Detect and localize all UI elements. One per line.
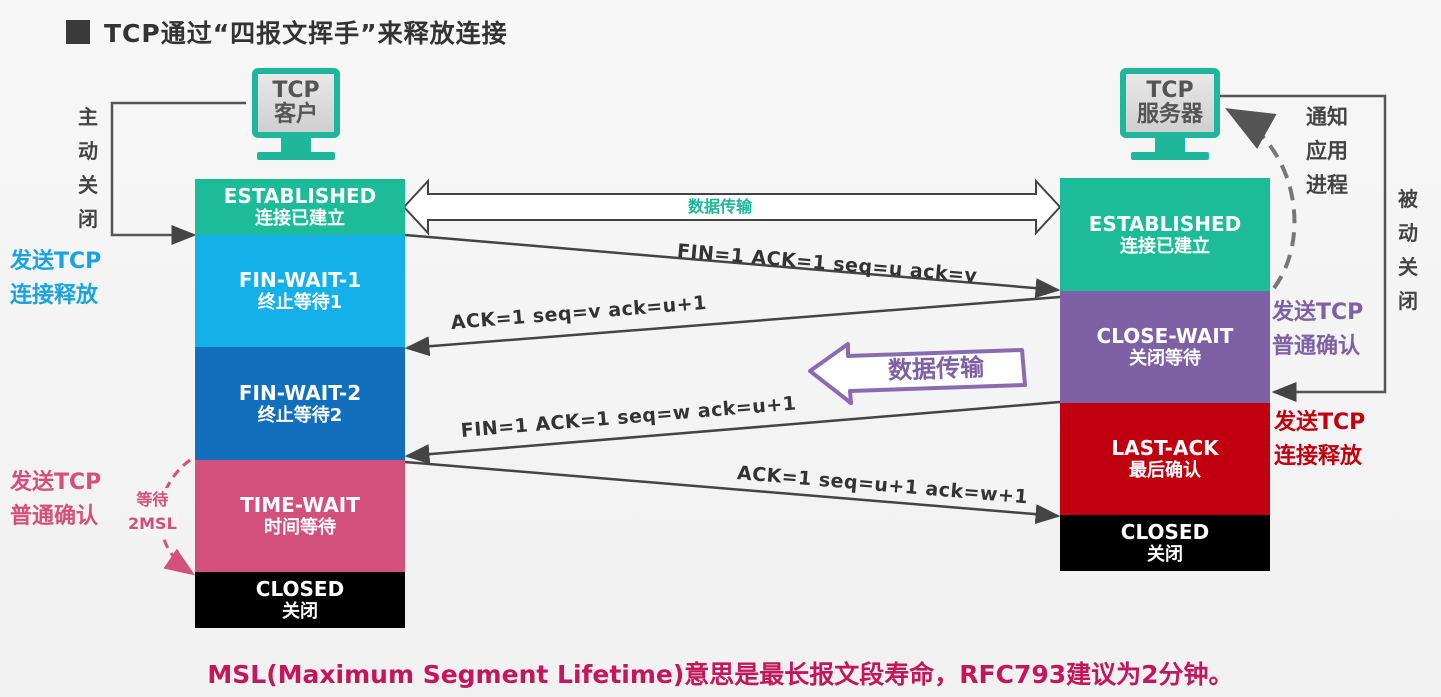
server-state-last-ack: LAST-ACK 最后确认 — [1060, 403, 1270, 515]
server-send-release-label: 发送TCP 连接释放 — [1274, 410, 1366, 469]
client-state-time-wait: TIME-WAIT 时间等待 — [195, 460, 405, 572]
server-state-column: ESTABLISHED 连接已建立 CLOSE-WAIT 关闭等待 LAST-A… — [1060, 178, 1270, 571]
client-send-ack-label: 发送TCP 普通确认 — [10, 470, 102, 529]
client-computer-icon: TCP 客户 — [252, 68, 340, 160]
client-state-fin-wait-1: FIN-WAIT-1 终止等待1 — [195, 235, 405, 347]
client-state-established: ESTABLISHED 连接已建立 — [195, 179, 405, 235]
footer-note: MSL(Maximum Segment Lifetime)意思是最长报文段寿命，… — [207, 660, 1234, 689]
data-transfer-block-arrow — [808, 342, 1027, 405]
active-close-bracket — [110, 101, 246, 245]
client-state-fin-wait-2: FIN-WAIT-2 终止等待2 — [195, 347, 405, 460]
title-bullet-icon — [66, 20, 90, 44]
server-line2: 服务器 — [1136, 102, 1203, 127]
client-line2: 客户 — [273, 102, 318, 127]
msg-line-1 — [404, 233, 1061, 299]
passive-close-label: 被 动 关 闭 — [1398, 187, 1418, 313]
server-computer-icon: TCP 服务器 — [1120, 68, 1220, 160]
msg-line-4 — [404, 460, 1061, 525]
active-close-label: 主 动 关 闭 — [78, 105, 98, 231]
server-state-closed: CLOSED 关闭 — [1060, 515, 1270, 571]
data-transfer-top-label: 数据传输 — [688, 197, 753, 216]
msg-line-3 — [404, 400, 1061, 465]
client-state-closed: CLOSED 关闭 — [195, 572, 405, 628]
client-state-column: ESTABLISHED 连接已建立 FIN-WAIT-1 终止等待1 FIN-W… — [195, 179, 405, 628]
client-line1: TCP — [272, 78, 320, 103]
notify-app-label: 通知 应用 进程 — [1306, 105, 1348, 197]
notify-app-curve — [1225, 108, 1297, 290]
client-send-release-label: 发送TCP 连接释放 — [10, 249, 102, 308]
passive-close-bracket — [1216, 94, 1387, 402]
data-transfer-mid-label: 数据传输 — [887, 353, 985, 385]
wait-2msl-label: 等待 2MSL — [128, 488, 177, 536]
server-state-close-wait: CLOSE-WAIT 关闭等待 — [1060, 291, 1270, 403]
page-title: TCP通过“四报文挥手”来释放连接 — [104, 19, 508, 48]
msg-line-2 — [404, 295, 1061, 357]
server-send-ack-label: 发送TCP 普通确认 — [1272, 300, 1364, 359]
server-state-established: ESTABLISHED 连接已建立 — [1060, 178, 1270, 291]
server-line1: TCP — [1146, 78, 1194, 103]
